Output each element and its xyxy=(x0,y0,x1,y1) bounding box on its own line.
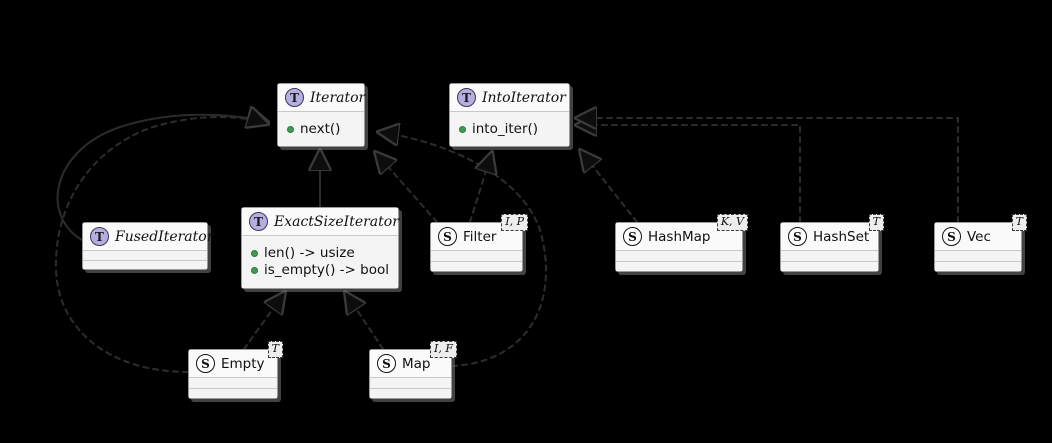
edge-vec-intoiterator xyxy=(576,118,960,224)
divider xyxy=(370,387,451,389)
node-hashmap-members xyxy=(616,251,742,271)
edge-hashmap-intoiterator xyxy=(580,150,639,224)
node-empty-title: Empty xyxy=(221,355,265,372)
node-intoiterator-title: IntoIterator xyxy=(482,89,566,106)
node-intoiterator-members: into_iter() xyxy=(450,112,569,146)
edge-map-exactsizeiterator xyxy=(345,292,385,351)
node-filter[interactable]: I, P S Filter xyxy=(430,214,528,272)
member-visibility-icon xyxy=(459,125,466,133)
trait-T-icon: T xyxy=(90,227,109,246)
struct-S-icon: S xyxy=(788,227,807,246)
node-filter-title: Filter xyxy=(463,228,497,245)
node-hashmap-generics: K, V xyxy=(716,214,748,231)
node-empty[interactable]: T S Empty xyxy=(188,341,283,399)
struct-S-icon: S xyxy=(196,354,215,373)
divider xyxy=(189,387,277,389)
node-vec-title: Vec xyxy=(967,228,991,245)
node-intoiterator[interactable]: T IntoIterator into_iter() xyxy=(449,83,570,147)
divider xyxy=(616,260,742,262)
node-iterator-members: next() xyxy=(278,112,364,146)
node-exactsizeiterator-title: ExactSizeIterator xyxy=(274,213,399,230)
node-empty-members xyxy=(189,378,277,398)
member-visibility-icon xyxy=(251,267,258,274)
node-hashset-title: HashSet xyxy=(813,228,870,245)
node-iterator-header: T Iterator xyxy=(278,84,366,112)
node-fusediterator-header: T FusedIterator xyxy=(83,223,213,251)
node-iterator-title: Iterator xyxy=(310,89,366,106)
node-vec-members xyxy=(935,251,1021,271)
node-fusediterator[interactable]: T FusedIterator xyxy=(82,222,213,270)
node-hashmap-header: S HashMap xyxy=(616,223,742,251)
divider xyxy=(935,260,1021,262)
node-vec-generics: T xyxy=(1011,214,1027,231)
node-filter-generics: I, P xyxy=(501,214,528,231)
node-filter-members xyxy=(431,251,522,271)
node-fusediterator-members xyxy=(83,251,207,269)
struct-S-icon: S xyxy=(942,227,961,246)
member-next: next() xyxy=(278,121,364,138)
node-exactsizeiterator-header: T ExactSizeIterator xyxy=(242,208,399,236)
divider xyxy=(781,260,878,262)
struct-S-icon: S xyxy=(377,354,396,373)
node-empty-header: S Empty xyxy=(189,350,277,378)
node-hashset[interactable]: T S HashSet xyxy=(780,214,884,272)
node-hashset-header: S HashSet xyxy=(781,223,878,251)
node-exactsizeiterator-members: len() -> usize is_empty() -> bool xyxy=(242,236,398,288)
edge-hashset-intoiterator xyxy=(576,125,802,224)
trait-T-icon: T xyxy=(249,212,268,231)
node-map-members xyxy=(370,378,451,398)
node-empty-generics: T xyxy=(267,341,283,358)
struct-S-icon: S xyxy=(438,227,457,246)
node-vec[interactable]: T S Vec xyxy=(934,214,1027,272)
node-map-title: Map xyxy=(402,355,431,372)
node-hashset-members xyxy=(781,251,878,271)
node-fusediterator-title: FusedIterator xyxy=(115,228,214,245)
node-vec-header: S Vec xyxy=(935,223,1021,251)
member-is-empty: is_empty() -> bool xyxy=(242,262,398,279)
member-len: len() -> usize xyxy=(242,245,398,262)
member-into-iter: into_iter() xyxy=(450,121,569,138)
trait-T-icon: T xyxy=(285,88,304,107)
node-exactsizeiterator[interactable]: T ExactSizeIterator len() -> usize is_em… xyxy=(241,207,399,289)
edge-filter-intoiterator xyxy=(468,152,492,224)
node-map-generics: I, F xyxy=(430,341,457,358)
divider xyxy=(83,259,207,261)
divider xyxy=(431,260,522,262)
struct-S-icon: S xyxy=(623,227,642,246)
node-hashset-generics: T xyxy=(868,214,884,231)
node-hashmap[interactable]: K, V S HashMap xyxy=(615,214,748,272)
member-visibility-icon xyxy=(287,125,294,133)
node-hashmap-title: HashMap xyxy=(648,228,711,245)
trait-T-icon: T xyxy=(457,88,476,107)
member-visibility-icon xyxy=(251,250,258,257)
node-map[interactable]: I, F S Map xyxy=(369,341,457,399)
node-iterator[interactable]: T Iterator next() xyxy=(277,83,365,147)
node-intoiterator-header: T IntoIterator xyxy=(450,84,569,112)
